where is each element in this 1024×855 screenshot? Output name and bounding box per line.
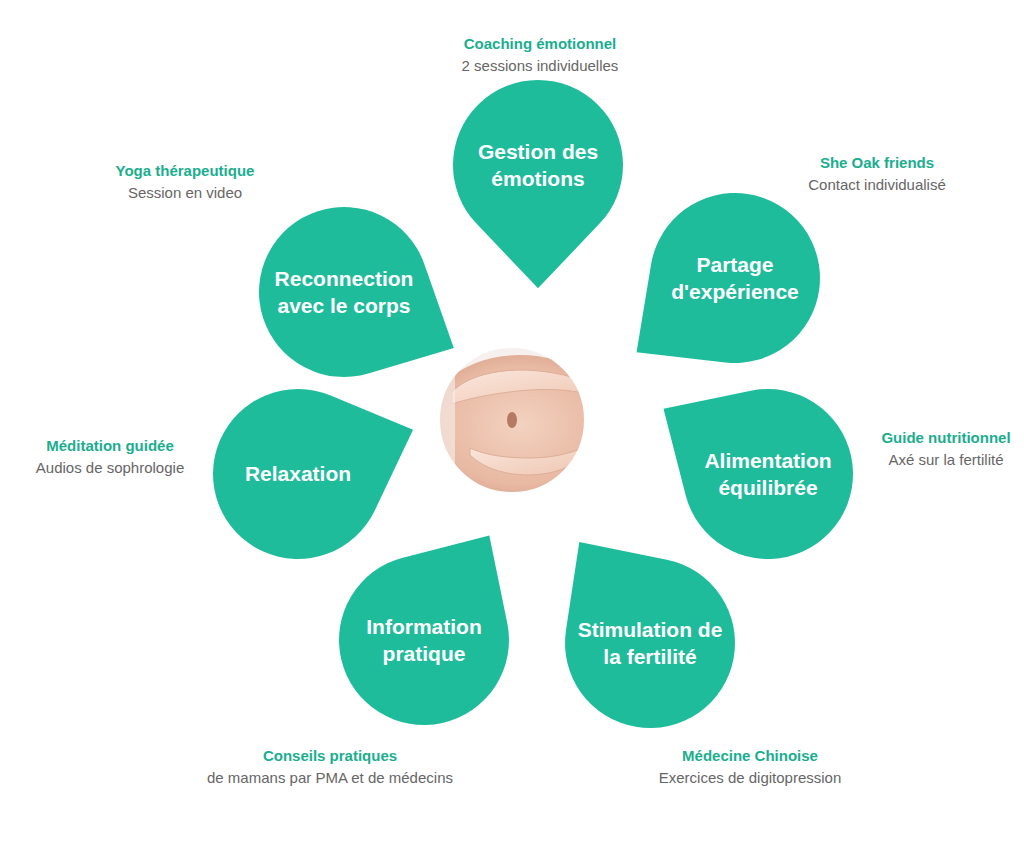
petal-shape (650, 193, 820, 363)
petal-caption: Méditation guidéeAudios de sophrologie (36, 435, 184, 479)
caption-body: Session en video (116, 182, 255, 204)
caption-body: Exercices de digitopression (659, 767, 842, 789)
caption-body: 2 sessions individuelles (462, 55, 619, 77)
petal-shape (453, 80, 623, 250)
petal-node: Reconnection avec le corpsYoga thérapeut… (259, 207, 429, 377)
caption-body: Audios de sophrologie (36, 457, 184, 479)
petal-shape (565, 558, 735, 728)
petal-label: Information pratique (350, 613, 498, 668)
petal-node: Gestion des émotionsCoaching émotionnel2… (453, 80, 623, 250)
petal-shape (259, 207, 429, 377)
petal-label: Alimentation équilibrée (694, 447, 842, 502)
petal-caption: She Oak friendsContact individualisé (808, 152, 946, 196)
caption-heading: Médecine Chinoise (659, 745, 842, 767)
petal-outline (637, 193, 820, 363)
petal-shape (339, 555, 509, 725)
caption-heading: Guide nutritionnel (881, 427, 1010, 449)
caption-heading: Yoga thérapeutique (116, 160, 255, 182)
petal-caption: Coaching émotionnel2 sessions individuel… (462, 33, 619, 77)
petal-outline (453, 80, 623, 288)
petal-outline (213, 389, 413, 559)
petal-shape (683, 389, 853, 559)
petal-caption: Yoga thérapeutiqueSession en video (116, 160, 255, 204)
petal-node: Alimentation équilibréeGuide nutritionne… (683, 389, 853, 559)
petal-caption: Conseils pratiquesde mamans par PMA et d… (207, 745, 453, 789)
caption-body: de mamans par PMA et de médecins (207, 767, 453, 789)
petal-label: Stimulation de la fertilité (576, 616, 724, 671)
petal-node: Partage d'expérienceShe Oak friendsConta… (650, 193, 820, 363)
caption-heading: Conseils pratiques (207, 745, 453, 767)
caption-heading: Coaching émotionnel (462, 33, 619, 55)
petal-label: Reconnection avec le corps (270, 265, 418, 320)
petal-node: RelaxationMéditation guidéeAudios de sop… (213, 389, 383, 559)
petal-label: Partage d'expérience (661, 251, 809, 306)
petal-caption: Guide nutritionnelAxé sur la fertilité (881, 427, 1010, 471)
petal-label: Relaxation (224, 460, 372, 487)
caption-heading: Méditation guidée (36, 435, 184, 457)
petal-node: Stimulation de la fertilitéMédecine Chin… (565, 558, 735, 728)
petal-outline (663, 389, 853, 559)
petal-caption: Médecine ChinoiseExercices de digitopres… (659, 745, 842, 789)
petal-outline (259, 207, 454, 377)
caption-body: Contact individualisé (808, 174, 946, 196)
petal-node: Information pratiqueConseils pratiquesde… (339, 555, 509, 725)
petal-label: Gestion des émotions (464, 138, 612, 193)
caption-heading: She Oak friends (808, 152, 946, 174)
caption-body: Axé sur la fertilité (881, 449, 1010, 471)
petal-outline (339, 535, 509, 725)
petal-outline (565, 542, 735, 728)
